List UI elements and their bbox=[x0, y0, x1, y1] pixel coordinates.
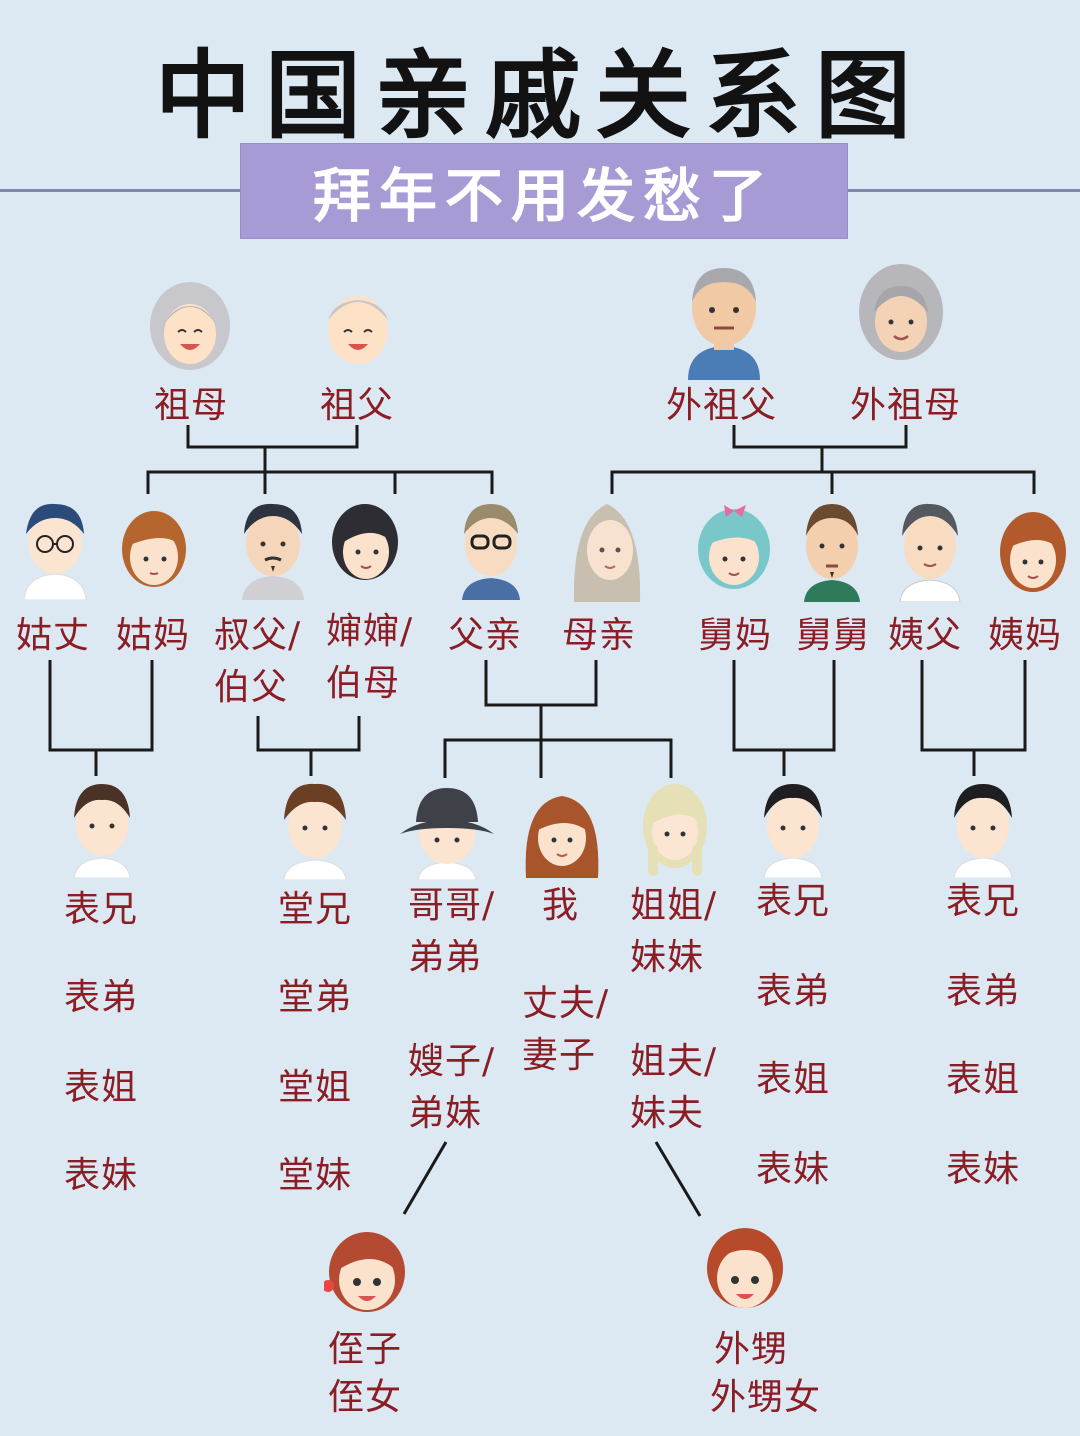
label-gu-zhang: 姑丈 bbox=[16, 615, 91, 656]
yi-cousin-avatar bbox=[953, 784, 1013, 878]
yi-ma-avatar bbox=[1000, 512, 1066, 592]
label-jiu-cousin-2: 表弟 bbox=[756, 971, 831, 1012]
mother-avatar bbox=[573, 504, 641, 602]
label-sisters-husband-2: 妹夫 bbox=[630, 1093, 705, 1134]
label-brothers-wife-1: 嫂子/ bbox=[408, 1041, 496, 1082]
label-paternal-cousin-4: 表妹 bbox=[64, 1155, 139, 1196]
jiu-ma-avatar bbox=[698, 505, 770, 589]
line-to-nephew bbox=[402, 1141, 448, 1215]
label-jiu-jiu: 舅舅 bbox=[796, 615, 871, 656]
label-bo-fu: 伯父 bbox=[214, 667, 289, 708]
label-maternal-grandfather: 外祖父 bbox=[666, 385, 778, 426]
label-paternal-cousin-3: 表姐 bbox=[64, 1067, 139, 1108]
line-paternal-children bbox=[146, 470, 494, 494]
line-jiu-couple bbox=[732, 660, 836, 752]
label-paternal-cousin-1: 表兄 bbox=[64, 889, 139, 930]
label-brothers-wife-2: 弟妹 bbox=[408, 1093, 483, 1134]
label-me: 我 bbox=[542, 885, 580, 926]
label-jiu-ma: 舅妈 bbox=[698, 615, 773, 656]
label-yi-cousin-2: 表弟 bbox=[946, 971, 1021, 1012]
grandmother-avatar bbox=[150, 282, 230, 370]
line-shu-couple bbox=[256, 716, 361, 752]
niece-avatar bbox=[324, 1232, 405, 1312]
subtitle-banner: 拜年不用发愁了 bbox=[241, 144, 847, 238]
label-yi-cousin-3: 表姐 bbox=[946, 1059, 1021, 1100]
line-parents-children bbox=[443, 738, 673, 778]
label-yi-cousin-4: 表妹 bbox=[946, 1149, 1021, 1190]
label-yi-cousin-1: 表兄 bbox=[946, 881, 1021, 922]
label-jiu-cousin-1: 表兄 bbox=[756, 881, 831, 922]
line-parents-couple bbox=[484, 660, 598, 707]
line-to-sister-child bbox=[654, 1141, 702, 1217]
label-tang-cousin-3: 堂姐 bbox=[278, 1067, 353, 1108]
label-jiu-cousin-3: 表姐 bbox=[756, 1059, 831, 1100]
label-father: 父亲 bbox=[448, 615, 523, 656]
shu-fu-avatar bbox=[242, 503, 304, 600]
label-sisters-husband-1: 姐夫/ bbox=[630, 1041, 718, 1082]
label-mother: 母亲 bbox=[562, 615, 637, 656]
label-tang-cousin-2: 堂弟 bbox=[278, 977, 353, 1018]
label-sister-1: 姐姐/ bbox=[630, 885, 718, 926]
yi-fu-avatar bbox=[899, 503, 961, 602]
jiu-jiu-avatar bbox=[804, 504, 860, 602]
line-paternal-grandparents bbox=[186, 425, 359, 449]
label-gu-ma: 姑妈 bbox=[116, 615, 191, 656]
label-tang-cousin-4: 堂妹 bbox=[278, 1155, 353, 1196]
me-avatar bbox=[525, 796, 599, 878]
label-spouse-1: 丈夫/ bbox=[522, 983, 610, 1024]
maternal-grandfather-avatar bbox=[688, 268, 760, 380]
label-sisters-son: 外甥 bbox=[714, 1329, 789, 1370]
line-maternal-grandparents bbox=[732, 425, 908, 449]
father-avatar bbox=[462, 504, 520, 600]
gu-zhang-avatar bbox=[23, 503, 87, 600]
gu-ma-avatar bbox=[122, 511, 186, 587]
label-spouse-2: 妻子 bbox=[522, 1035, 597, 1076]
label-shen-shen: 婶婶/ bbox=[326, 611, 414, 652]
label-nephew: 侄子 bbox=[328, 1329, 403, 1370]
shen-shen-avatar bbox=[332, 504, 398, 580]
label-grandmother: 祖母 bbox=[154, 385, 229, 426]
label-bo-mu: 伯母 bbox=[326, 663, 401, 704]
line-yi-couple bbox=[920, 660, 1027, 752]
maternal-grandmother-avatar bbox=[859, 264, 943, 360]
grandfather-avatar bbox=[328, 296, 388, 364]
label-paternal-cousin-2: 表弟 bbox=[64, 977, 139, 1018]
sister-child-avatar bbox=[707, 1228, 783, 1308]
tang-cousin-avatar bbox=[283, 783, 347, 880]
line-maternal-children bbox=[610, 470, 1036, 494]
page-title: 中国亲戚关系图 bbox=[155, 39, 925, 152]
label-sister-2: 妹妹 bbox=[630, 937, 705, 978]
label-brother-2: 弟弟 bbox=[408, 937, 483, 978]
label-brother-1: 哥哥/ bbox=[408, 885, 496, 926]
label-yi-fu: 姨父 bbox=[888, 615, 963, 656]
label-yi-ma: 姨妈 bbox=[988, 615, 1063, 656]
label-tang-cousin-1: 堂兄 bbox=[278, 889, 353, 930]
label-shu-fu: 叔父/ bbox=[214, 615, 302, 656]
label-grandfather: 祖父 bbox=[320, 385, 395, 426]
label-niece: 侄女 bbox=[328, 1377, 403, 1418]
line-gu-couple bbox=[48, 660, 154, 752]
label-sisters-daughter: 外甥女 bbox=[710, 1377, 822, 1418]
paternal-cousin-avatar bbox=[73, 784, 131, 878]
jiu-cousin-avatar bbox=[763, 784, 823, 878]
label-maternal-grandmother: 外祖母 bbox=[850, 385, 962, 426]
label-jiu-cousin-4: 表妹 bbox=[756, 1149, 831, 1190]
sister-avatar bbox=[643, 784, 707, 876]
brother-avatar bbox=[400, 788, 494, 880]
